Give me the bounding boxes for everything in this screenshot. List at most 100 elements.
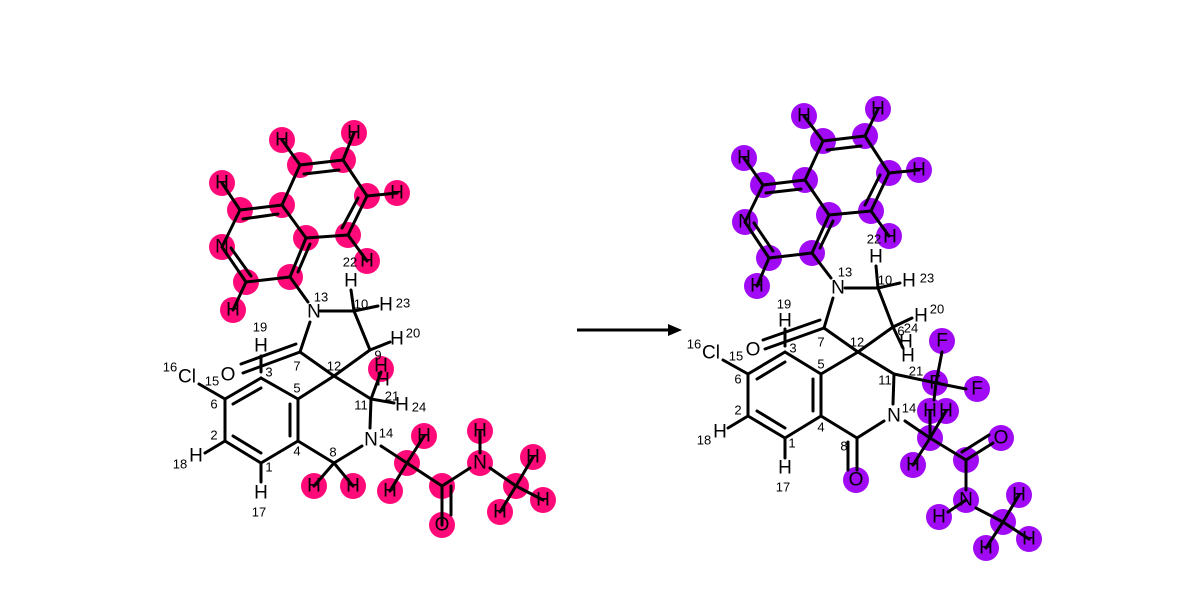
atom-label: H (275, 130, 289, 151)
atom-index: 10 (878, 273, 892, 288)
atom-label: H (536, 490, 550, 511)
atom-label: H (390, 329, 404, 350)
atom-index: 7 (817, 335, 824, 350)
atom-label: Cl (702, 343, 720, 364)
atom-index: 21 (385, 389, 399, 404)
atom-index: 8 (840, 439, 847, 454)
atom-index: 16 (163, 360, 177, 375)
reactant-atom-indices: 13 10 23 20 19 22 16 15 3 7 12 9 5 6 11 … (163, 255, 426, 520)
atom-index: 4 (817, 420, 824, 435)
atom-index: 18 (173, 457, 187, 472)
atom-label: O (746, 340, 761, 361)
reactant-molecule: H H H H N H H N H H H H O Cl H H H N H H… (163, 120, 556, 538)
atom-index: 13 (314, 290, 328, 305)
product-bonds (721, 107, 1031, 550)
atom-label: H (883, 227, 897, 248)
atom-label: H (226, 300, 240, 321)
atom-label: H (526, 447, 540, 468)
atom-label: H (189, 446, 203, 467)
atom-index: 23 (920, 271, 934, 286)
atom-label: N (364, 430, 378, 451)
atom-index: 5 (817, 357, 824, 372)
product-atom-indices: 13 10 23 20 19 22 16 15 3 7 12 6 24 5 11… (687, 232, 944, 495)
atom-label: H (797, 106, 811, 127)
atom-index: 18 (697, 433, 711, 448)
atom-index: 11 (354, 398, 368, 413)
atom-index: 20 (930, 302, 944, 317)
atom-index: 12 (850, 335, 864, 350)
product-highlight (964, 376, 990, 402)
reaction-arrow (577, 324, 682, 336)
atom-index: 17 (252, 505, 266, 520)
atom-label: H (417, 426, 431, 447)
atom-index: 19 (777, 297, 791, 312)
atom-index: 13 (838, 265, 852, 280)
atom-label: H (778, 458, 792, 479)
atom-label: H (215, 173, 229, 194)
atom-index: 20 (406, 326, 420, 341)
atom-index: 2 (210, 428, 217, 443)
atom-index: 3 (789, 341, 796, 356)
atom-index: 3 (265, 365, 272, 380)
atom-label: H (379, 295, 393, 316)
atom-label: H (713, 422, 727, 443)
atom-index: 17 (776, 480, 790, 495)
atom-label: H (871, 99, 885, 120)
atom-index: 14 (902, 401, 916, 416)
atom-index: 7 (293, 359, 300, 374)
atom-label: H (347, 123, 361, 144)
reactant-highlight (368, 356, 394, 382)
atom-label: H (923, 401, 937, 422)
atom-index: 12 (327, 359, 341, 374)
atom-label: N (887, 406, 901, 427)
atom-label: N (307, 302, 321, 323)
atom-index: 15 (729, 349, 743, 364)
atom-index: 2 (734, 403, 741, 418)
atom-index: 15 (205, 374, 219, 389)
product-highlight (929, 328, 955, 354)
atom-label: H (307, 476, 321, 497)
product-highlight (843, 467, 869, 493)
atom-label: H (383, 481, 397, 502)
product-molecule: H H H H N H H N H H H H O Cl H H F F F N… (687, 96, 1042, 561)
reactant-bonds (197, 131, 545, 527)
atom-label: H (376, 370, 390, 391)
atom-label: H (254, 336, 268, 357)
atom-label: N (959, 490, 973, 511)
atom-label: H (932, 507, 946, 528)
atom-label: H (979, 538, 993, 559)
atom-index: 8 (329, 445, 336, 460)
atom-index: 6 (210, 397, 217, 412)
atom-index: 21 (909, 364, 923, 379)
atom-label: N (473, 453, 487, 474)
atom-index: 22 (343, 255, 357, 270)
atom-label: H (1012, 485, 1026, 506)
atom-index: 14 (379, 426, 393, 441)
atom-label: H (750, 276, 764, 297)
product-atom-labels: H H H H N H H N H H H H O Cl H H F F F N… (702, 99, 1036, 559)
atom-index: 1 (265, 460, 272, 475)
atom-label: F (929, 373, 941, 394)
atom-label: H (1022, 529, 1036, 550)
atom-label: H (899, 332, 913, 353)
atom-index: 24 (904, 321, 918, 336)
atom-index: 10 (354, 297, 368, 312)
product-highlight (926, 504, 952, 530)
atom-index: 1 (788, 436, 795, 451)
atom-label: H (344, 271, 358, 292)
atom-label: H (395, 395, 409, 416)
atom-label: H (906, 455, 920, 476)
atom-label: N (215, 237, 229, 258)
atom-index: 24 (412, 400, 426, 415)
atom-label: O (221, 365, 236, 386)
atom-index: 6 (897, 324, 904, 339)
atom-label: H (901, 346, 915, 367)
atom-label: H (254, 483, 268, 504)
atom-label: Cl (178, 367, 196, 388)
atom-index: 5 (293, 381, 300, 396)
atom-label: H (902, 271, 916, 292)
atom-label: N (831, 278, 845, 299)
atom-label: H (473, 421, 487, 442)
atom-label: O (994, 428, 1009, 449)
